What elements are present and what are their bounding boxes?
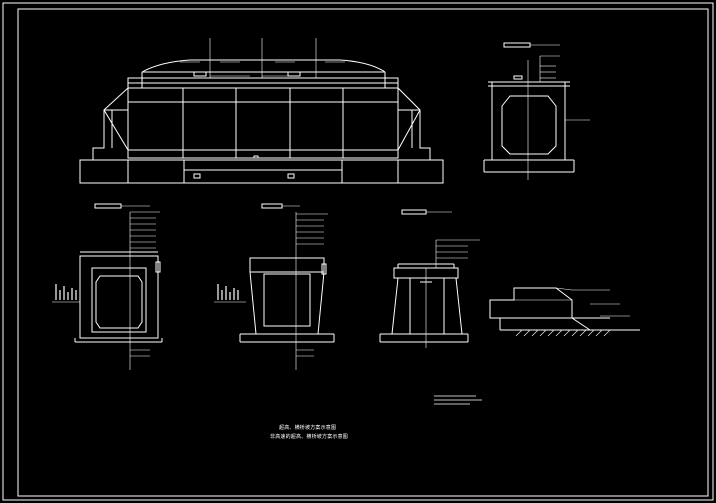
caption-line-1: 超高、横桥坡方案示意图 — [279, 425, 337, 431]
section-3 — [379, 209, 480, 348]
notes-block — [434, 395, 482, 405]
section-1 — [52, 203, 163, 370]
inner-frame — [17, 8, 709, 497]
detail-4 — [489, 287, 640, 337]
caption-line-2: 非高速的超高、横桥坡方案示意图 — [270, 434, 349, 440]
section-top-right — [483, 42, 590, 180]
elevation-view — [79, 38, 444, 184]
section-2 — [214, 203, 335, 370]
